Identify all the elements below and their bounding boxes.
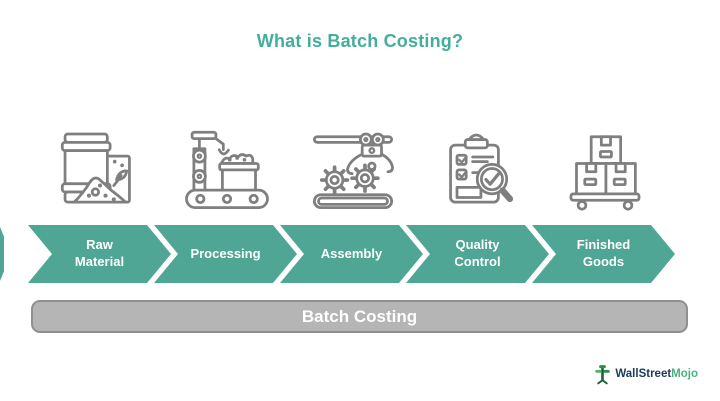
claw-gears-assembly-icon <box>307 123 399 215</box>
robot-arm-conveyor-icon <box>181 123 273 215</box>
barrel-raw-material-icon <box>54 123 146 215</box>
logo-text: WallStreetMojo <box>615 368 698 380</box>
logo-text-primary: WallStreet <box>615 368 672 380</box>
page-title: What is Batch Costing? <box>256 31 464 51</box>
boxes-pallet-icon <box>559 123 651 215</box>
wallstreetmojo-logo: WallStreetMojo <box>594 362 698 386</box>
stage-label: Finished Goods <box>576 237 631 269</box>
stage-chevron-raw-material: Raw Material <box>28 225 171 283</box>
clipboard-magnifier-icon <box>434 123 526 215</box>
batch-costing-bar-label: Batch Costing <box>301 306 418 326</box>
wallstreetmojo-tree-icon <box>595 364 611 384</box>
batch-costing-bar: Batch Costing <box>31 300 688 333</box>
stage-chevron-processing: Processing <box>154 225 297 283</box>
stage-label: Assembly <box>320 245 383 261</box>
stage-chevron-quality-control: Quality Control <box>406 225 549 283</box>
logo-text-secondary: Mojo <box>671 368 698 380</box>
stage-label: Quality Control <box>454 237 501 269</box>
stage-chevron-finished-goods: Finished Goods <box>532 225 675 283</box>
stage-label: Raw Material <box>74 237 125 269</box>
stage-label: Processing <box>190 245 261 261</box>
chevron-edge-sliver <box>0 227 4 281</box>
stage-chevron-assembly: Assembly <box>280 225 423 283</box>
